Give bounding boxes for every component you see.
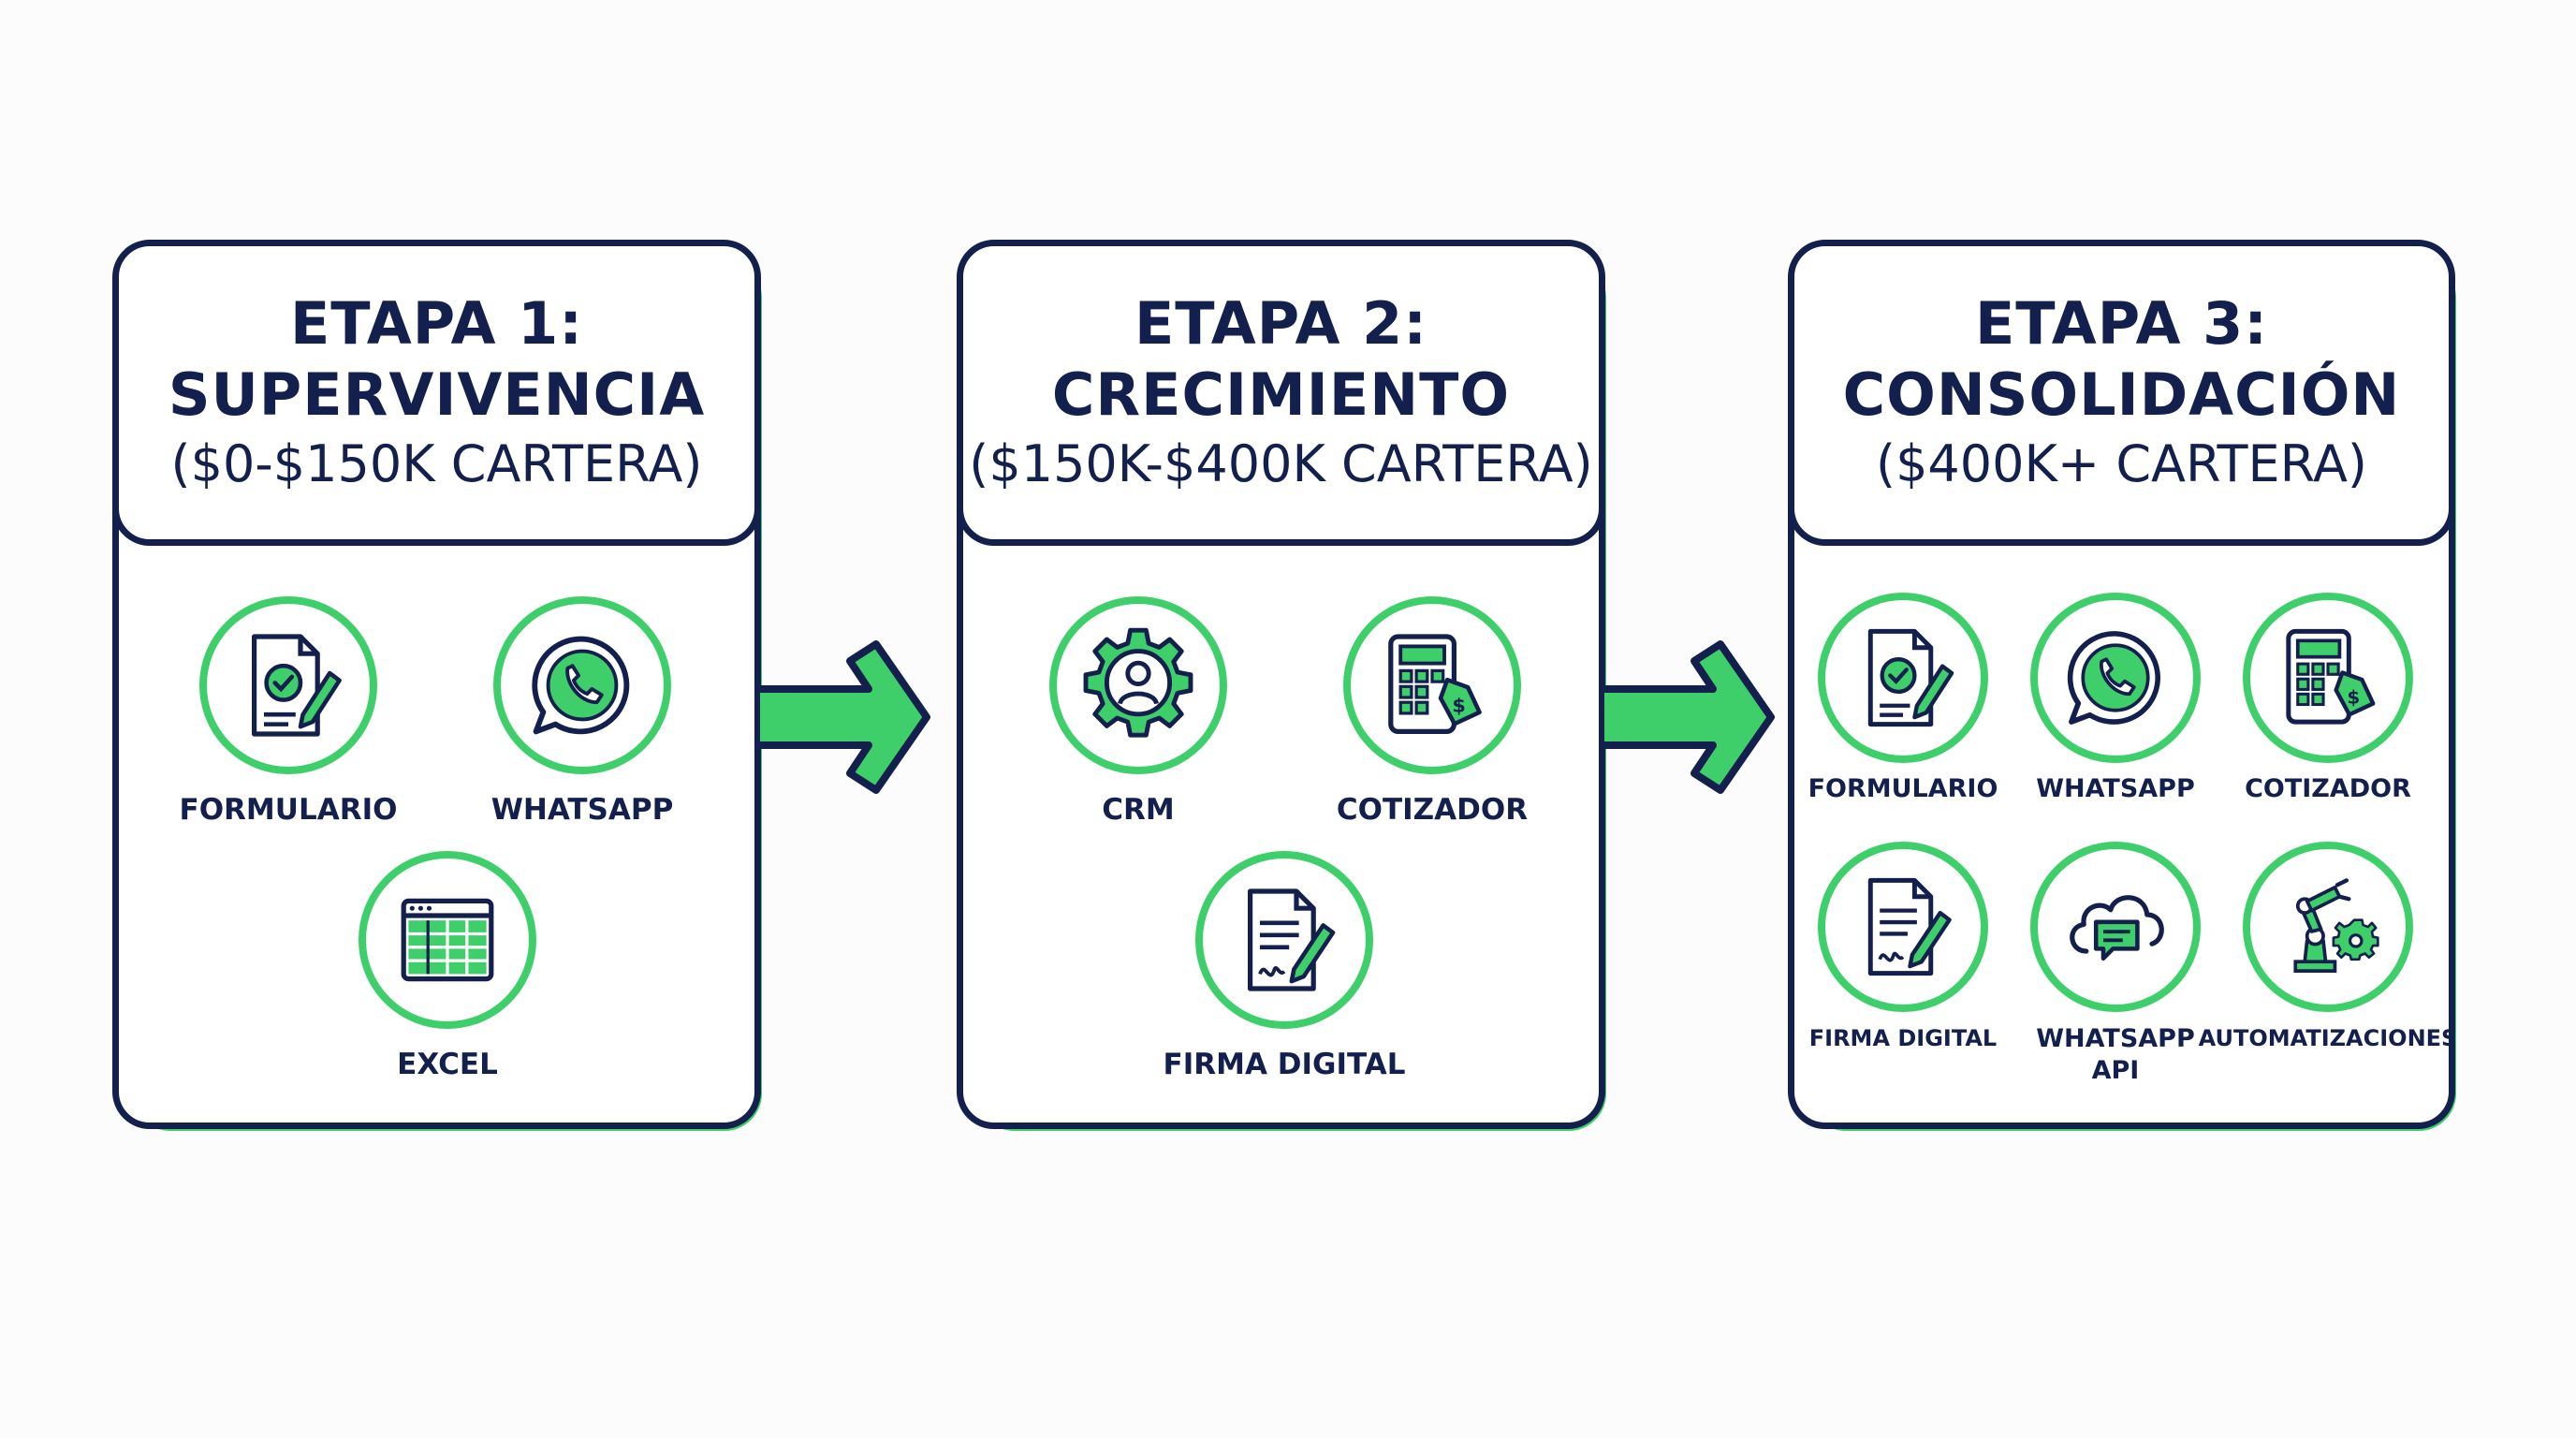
cloud-chat-icon bbox=[2070, 895, 2164, 961]
tool-label: FIRMA DIGITAL bbox=[1808, 1025, 1998, 1051]
stage-3-card: ETAPA 3: CONSOLIDACIÓN ($400K+ CARTERA) … bbox=[1788, 240, 2456, 1131]
stage-2-title-line2: CRECIMIENTO bbox=[1051, 360, 1511, 429]
calculator-tag-icon: $ bbox=[1388, 634, 1482, 734]
arrow-right-icon bbox=[1601, 640, 1775, 794]
tool-label: WHATSAPP API bbox=[2036, 1024, 2195, 1085]
tool-label: FIRMA DIGITAL bbox=[1163, 1048, 1406, 1081]
tool-whatsapp: WHATSAPP bbox=[490, 596, 674, 827]
form-check-icon bbox=[252, 634, 342, 737]
stage-3-header: ETAPA 3: CONSOLIDACIÓN ($400K+ CARTERA) bbox=[1794, 246, 2449, 546]
tool-firma-digital: FIRMA DIGITAL bbox=[1164, 851, 1405, 1081]
tool-firma-digital: FIRMA DIGITAL bbox=[1800, 842, 2006, 1051]
stage-2-header: ETAPA 2: CRECIMIENTO ($150K-$400K CARTER… bbox=[963, 246, 1599, 546]
tool-label: FORMULARIO bbox=[179, 793, 398, 827]
svg-text:$: $ bbox=[2347, 686, 2360, 708]
stage-1-header: ETAPA 1: SUPERVIVENCIA ($0-$150K CARTERA… bbox=[119, 246, 754, 546]
tool-formulario: FORMULARIO bbox=[180, 596, 397, 827]
tool-label: COTIZADOR bbox=[1336, 793, 1529, 827]
calculator-tag-icon: $ bbox=[2286, 628, 2376, 725]
stage-1-subtitle: ($0-$150K CARTERA) bbox=[170, 433, 703, 493]
whatsapp-icon bbox=[532, 636, 630, 735]
tool-cotizador: $ COTIZADOR bbox=[1337, 596, 1528, 827]
tool-label: AUTOMATIZACIONES bbox=[2198, 1025, 2455, 1051]
robot-arm-icon bbox=[2293, 878, 2379, 973]
tool-cotizador: $ COTIZADOR bbox=[2225, 593, 2431, 803]
svg-text:$: $ bbox=[1452, 695, 1465, 717]
tool-label: CRM bbox=[1102, 793, 1175, 827]
tool-whatsapp: WHATSAPP bbox=[2012, 593, 2218, 803]
tool-whatsapp-api: WHATSAPP API bbox=[2012, 842, 2218, 1087]
tool-excel: EXCEL bbox=[359, 851, 536, 1081]
tool-label: WHATSAPP bbox=[490, 793, 674, 827]
stage-1-card: ETAPA 1: SUPERVIVENCIA ($0-$150K CARTERA… bbox=[112, 240, 762, 1131]
tool-label: FORMULARIO bbox=[1808, 774, 1998, 803]
stage-3-title-line2: CONSOLIDACIÓN bbox=[1842, 360, 2401, 429]
stage-3-title-line1: ETAPA 3: bbox=[1974, 288, 2269, 358]
tool-label: WHATSAPP bbox=[2036, 774, 2195, 803]
tool-crm: CRM bbox=[1049, 596, 1227, 827]
document-sign-icon bbox=[1248, 888, 1336, 991]
spreadsheet-icon bbox=[401, 898, 494, 982]
arrow-right-icon bbox=[756, 640, 930, 794]
stage-3-subtitle: ($400K+ CARTERA) bbox=[1876, 433, 2367, 493]
stage-1-title-line2: SUPERVIVENCIA bbox=[168, 360, 706, 429]
tool-label: COTIZADOR bbox=[2245, 774, 2411, 803]
stage-2-subtitle: ($150K-$400K CARTERA) bbox=[969, 433, 1593, 493]
stage-2-title-line1: ETAPA 2: bbox=[1134, 288, 1428, 358]
tool-automatizaciones: AUTOMATIZACIONES bbox=[2199, 842, 2449, 1051]
tool-label: EXCEL bbox=[397, 1048, 498, 1081]
document-sign-icon bbox=[1867, 877, 1952, 976]
crm-gear-icon bbox=[1083, 627, 1193, 738]
whatsapp-icon bbox=[2067, 631, 2160, 725]
tool-formulario: FORMULARIO bbox=[1800, 593, 2006, 803]
stage-2-card: ETAPA 2: CRECIMIENTO ($150K-$400K CARTER… bbox=[957, 240, 1606, 1131]
form-check-icon bbox=[1867, 628, 1954, 727]
stage-1-title-line1: ETAPA 1: bbox=[289, 288, 584, 358]
